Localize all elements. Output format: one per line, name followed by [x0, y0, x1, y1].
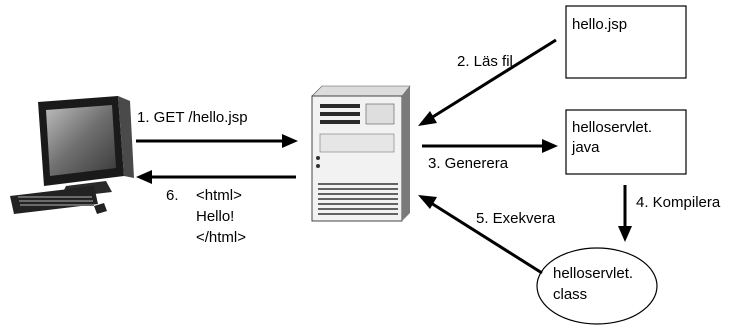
read-file-label: 2. Läs fil [457, 53, 513, 70]
request-label: 1. GET /hello.jsp [137, 109, 248, 126]
generate-label: 3. Generera [428, 155, 509, 172]
servlet-class-label-line2: class [553, 286, 587, 303]
response-body-line1: <html> [196, 187, 242, 204]
jsp-file-label: hello.jsp [572, 16, 627, 33]
compile-label: 4. Kompilera [636, 194, 721, 211]
execute-arrow [418, 195, 543, 275]
compile-arrow [618, 185, 632, 242]
servlet-java-label-line1: helloservlet. [572, 119, 652, 136]
tower-server-icon [311, 85, 411, 222]
response-body-line2: Hello! [196, 208, 234, 225]
generate-arrow [422, 139, 558, 153]
jsp-file-box [565, 5, 687, 79]
computer-workstation-icon [10, 96, 134, 214]
servlet-class-label-line1: helloservlet. [553, 265, 633, 282]
response-body-line3: </html> [196, 229, 246, 246]
execute-label: 5. Exekvera [476, 210, 556, 227]
servlet-java-box [565, 109, 687, 175]
response-step-label: 6. [166, 187, 179, 204]
read-file-arrow [418, 38, 557, 126]
servlet-class-ellipse [536, 247, 658, 325]
servlet-java-label-line2: java [571, 139, 600, 156]
request-arrow [136, 134, 298, 148]
response-arrow [136, 170, 296, 184]
